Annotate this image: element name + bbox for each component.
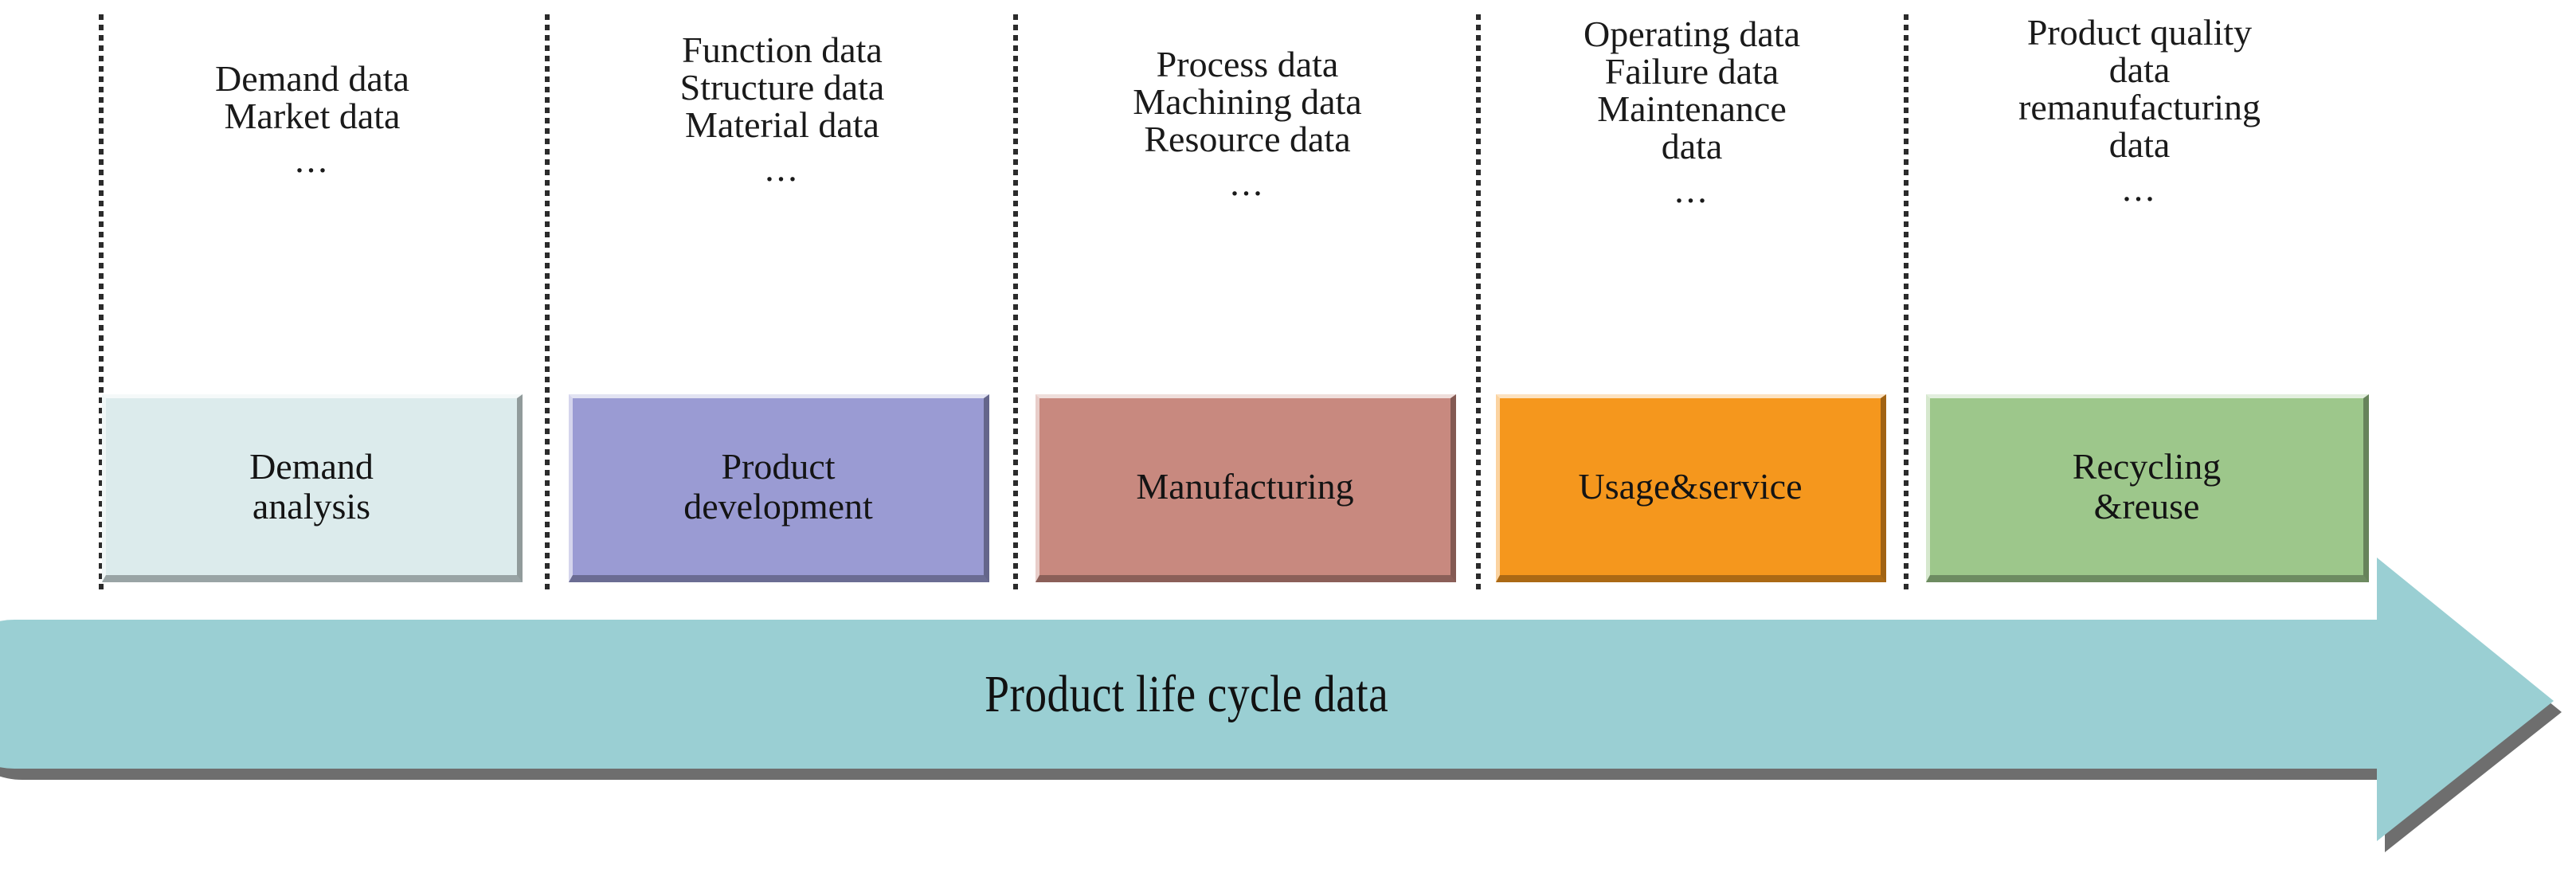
data-item: Product quality — [2026, 12, 2253, 53]
column-divider-2 — [545, 14, 550, 589]
stage-data-list-demand-analysis: Demand data Market data ... — [102, 14, 523, 179]
data-item: Process data — [1156, 44, 1339, 84]
stage-data-list-product-development: Function data Structure data Material da… — [551, 14, 1013, 188]
stage-data-list-manufacturing: Process data Machining data Resource dat… — [1020, 14, 1475, 202]
stage-box-usage-service[interactable]: Usage&service — [1496, 394, 1886, 582]
data-item: Operating data — [1583, 14, 1801, 54]
data-item: Failure data — [1604, 50, 1779, 92]
data-item: remanufacturing — [2018, 86, 2261, 127]
column-divider-3 — [1013, 14, 1018, 589]
arrow-body — [0, 558, 2554, 841]
stage-box-label: Product development — [683, 447, 873, 526]
data-ellipsis: ... — [295, 139, 330, 180]
data-item: data — [2108, 49, 2171, 90]
stage-box-label: Recycling &reuse — [2073, 447, 2222, 526]
data-item: Demand data — [215, 58, 409, 99]
stage-box-label-line-2: &reuse — [2093, 486, 2200, 526]
stage-box-label-line-1: Demand — [249, 446, 374, 487]
column-divider-4 — [1476, 14, 1481, 589]
stage-box-label: Usage&service — [1579, 467, 1803, 507]
stage-box-label-line-2: development — [683, 486, 873, 526]
stage-box-manufacturing[interactable]: Manufacturing — [1035, 394, 1456, 582]
stage-box-label-line-1: Usage&service — [1578, 466, 1803, 507]
data-item: Machining data — [1133, 80, 1362, 122]
stage-box-recycling-reuse[interactable]: Recycling &reuse — [1926, 394, 2369, 582]
data-item: Material data — [685, 104, 879, 145]
stage-box-label-line-1: Product — [721, 446, 836, 487]
data-item: Structure data — [679, 66, 885, 108]
data-ellipsis: ... — [1230, 162, 1265, 203]
data-item: Market data — [224, 95, 401, 136]
data-ellipsis: ... — [765, 147, 800, 189]
data-ellipsis: ... — [1674, 169, 1709, 210]
stage-data-list-usage-service: Operating data Failure data Maintenance … — [1482, 14, 1902, 209]
data-item: Resource data — [1144, 118, 1351, 159]
stage-box-product-development[interactable]: Product development — [569, 394, 989, 582]
stage-box-demand-analysis[interactable]: Demand analysis — [102, 394, 523, 582]
stage-box-label-line-1: Recycling — [2072, 446, 2222, 487]
stage-box-label-line-2: analysis — [252, 486, 371, 526]
column-divider-1 — [99, 14, 104, 589]
stage-box-label: Manufacturing — [1136, 467, 1353, 507]
data-item: data — [1661, 125, 1723, 166]
timeline-arrow — [0, 550, 2576, 868]
data-item: Maintenance — [1597, 88, 1787, 129]
stage-box-label: Demand analysis — [249, 447, 374, 526]
stage-box-label-line-1: Manufacturing — [1136, 466, 1354, 507]
data-item: data — [2108, 123, 2171, 165]
stage-data-list-recycling-reuse: Product quality data remanufacturing dat… — [1910, 14, 2369, 208]
data-item: Function data — [682, 29, 883, 70]
data-ellipsis: ... — [2122, 167, 2157, 209]
column-divider-5 — [1904, 14, 1909, 589]
